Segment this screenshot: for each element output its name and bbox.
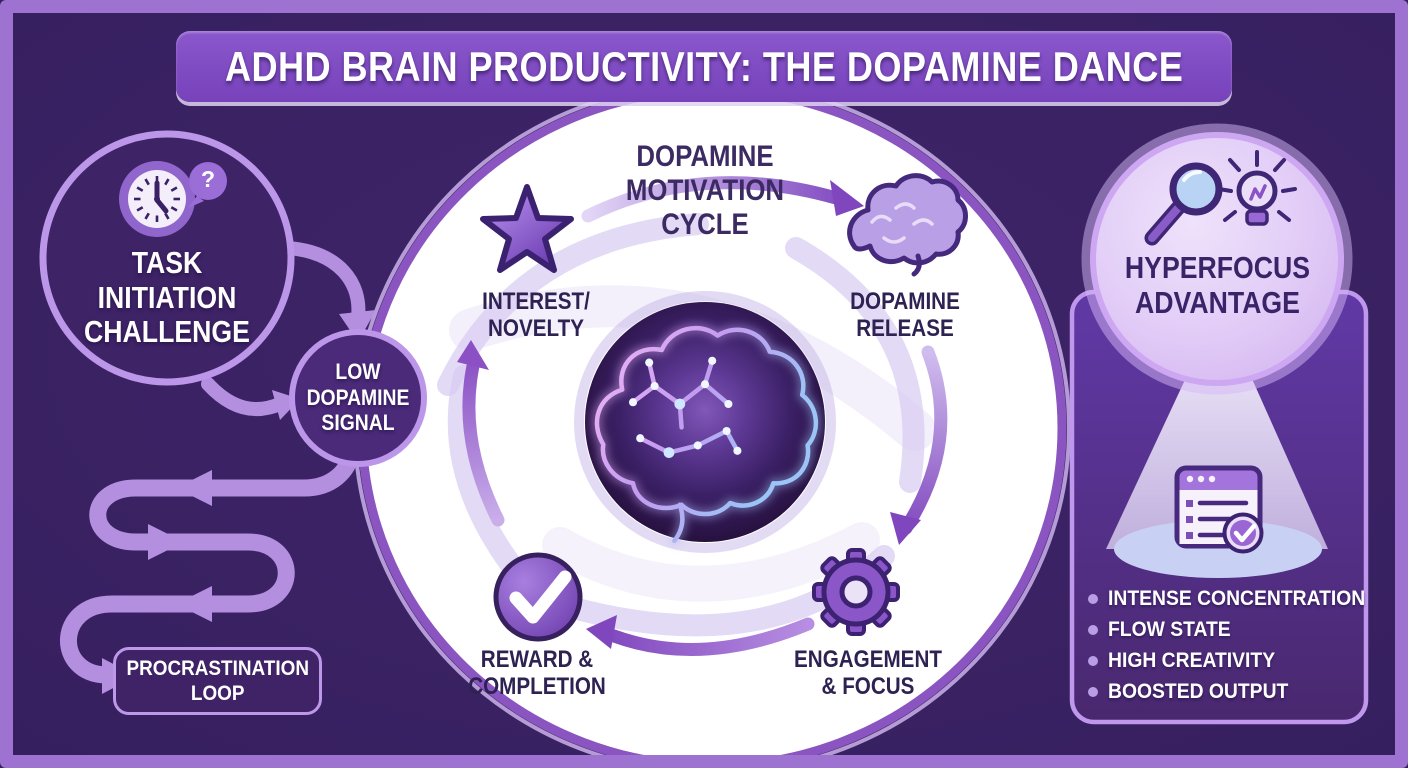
hyperfocus-graphics: [1069, 123, 1369, 725]
page-title: ADHD BRAIN PRODUCTIVITY: THE DOPAMINE DA…: [224, 42, 1184, 90]
list-item: FLOW STATE: [1088, 614, 1366, 645]
cycle-arrows: [457, 176, 948, 656]
star-icon: [480, 184, 574, 273]
spotlight-pool: [1114, 520, 1322, 578]
bullet-dot-icon: [1088, 624, 1098, 635]
bullet-dot-icon: [1088, 655, 1098, 666]
procrastination-loop-box: PROCRASTINATION LOOP: [113, 647, 322, 715]
interest-novelty-label: INTEREST/ NOVELTY: [482, 288, 590, 342]
task-circle: [39, 130, 295, 386]
bullet-dot-icon: [1088, 687, 1098, 698]
hyperfocus-title: HYPERFOCUS ADVANTAGE: [1124, 250, 1311, 320]
title-banner: ADHD BRAIN PRODUCTIVITY: THE DOPAMINE DA…: [176, 31, 1232, 102]
checklist-icon: [1174, 465, 1264, 554]
list-item: INTENSE CONCENTRATION: [1088, 583, 1366, 614]
engagement-focus-label: ENGAGEMENT & FOCUS: [794, 646, 942, 700]
check-icon: [493, 552, 583, 642]
hyperfocus-circle: [1090, 132, 1344, 386]
bullet-dot-icon: [1088, 593, 1098, 604]
magnifier-icon: [1144, 162, 1223, 246]
lightbulb-icon: [1217, 150, 1297, 226]
task-circle-label: TASK INITIATION CHALLENGE: [84, 245, 250, 349]
hyperfocus-benefits-list: INTENSE CONCENTRATION FLOW STATE HIGH CR…: [1088, 583, 1366, 708]
low-dopamine-circle: [289, 329, 427, 467]
gear-icon: [812, 548, 900, 636]
low-dopamine-label: LOW DOPAMINE SIGNAL: [306, 359, 410, 435]
list-item: HIGH CREATIVITY: [1088, 645, 1366, 676]
question-bubble-icon: [188, 162, 227, 208]
cycle-title: DOPAMINE MOTIVATION CYCLE: [625, 140, 785, 241]
left-flow-graphics: [39, 130, 427, 694]
procrastination-arrows: [102, 470, 212, 694]
dopamine-release-label: DOPAMINE RELEASE: [850, 288, 960, 342]
clock-icon: [119, 161, 195, 237]
spotlight-beam: [1106, 352, 1328, 549]
brain-icon: [847, 173, 968, 277]
glowing-brain-icon: [574, 291, 836, 553]
reward-completion-label: REWARD & COMPLETION: [468, 646, 606, 700]
list-item: BOOSTED OUTPUT: [1088, 677, 1366, 708]
question-mark-glyph: ?: [200, 166, 216, 192]
